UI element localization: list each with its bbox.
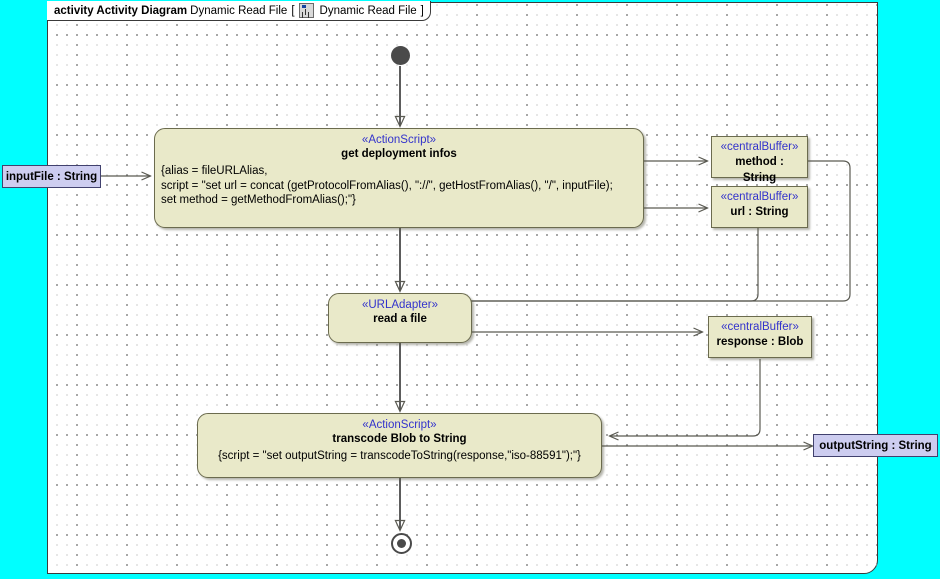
activity-diagram-icon — [298, 3, 314, 18]
action-get-deployment-infos[interactable]: «ActionScript» get deployment infos {ali… — [154, 128, 644, 228]
action-read-a-file[interactable]: «URLAdapter» read a file — [328, 293, 472, 343]
frame-keyword: activity Activity Diagram — [54, 4, 188, 17]
stereotype-label: «ActionScript» — [361, 134, 437, 146]
buffer-label: url : String — [730, 206, 789, 218]
action-title: read a file — [373, 313, 427, 325]
action-title: transcode Blob to String — [332, 433, 467, 445]
buffer-label: method : String — [735, 156, 784, 184]
buffer-label: response : Blob — [716, 336, 804, 348]
activity-final-node[interactable] — [391, 533, 412, 554]
activity-parameter-outputstring[interactable]: outputString : String — [813, 434, 938, 457]
stereotype-label: «centralBuffer» — [721, 321, 799, 333]
frame-name: Dynamic Read File — [190, 4, 288, 17]
stereotype-label: «ActionScript» — [362, 419, 437, 431]
pin-label: inputFile : String — [5, 170, 98, 183]
stereotype-label: «centralBuffer» — [720, 141, 799, 153]
action-title: get deployment infos — [341, 148, 457, 160]
stereotype-label: «URLAdapter» — [361, 299, 439, 311]
frame-title-tab[interactable]: activity Activity Diagram Dynamic Read F… — [47, 1, 431, 21]
central-buffer-response[interactable]: «centralBuffer» response : Blob — [708, 316, 812, 358]
initial-node[interactable] — [391, 46, 410, 65]
frame-bracket-open: [ — [291, 4, 295, 17]
action-body: {alias = fileURLAlias, script = "set url… — [161, 165, 613, 206]
central-buffer-method[interactable]: «centralBuffer» method : String — [711, 136, 808, 184]
frame-bracket-close: ] — [420, 4, 424, 17]
central-buffer-url[interactable]: «centralBuffer» url : String — [711, 186, 808, 228]
activity-diagram-frame — [47, 2, 878, 574]
pin-label: outputString : String — [819, 439, 932, 452]
frame-inner-name: Dynamic Read File — [319, 4, 417, 17]
activity-parameter-inputfile[interactable]: inputFile : String — [2, 165, 101, 188]
action-transcode-blob-to-string[interactable]: «ActionScript» transcode Blob to String … — [197, 413, 602, 478]
action-body: {script = "set outputString = transcodeT… — [218, 450, 581, 462]
stereotype-label: «centralBuffer» — [720, 191, 799, 203]
grid-overlay — [48, 3, 877, 573]
final-node-core — [397, 539, 406, 548]
